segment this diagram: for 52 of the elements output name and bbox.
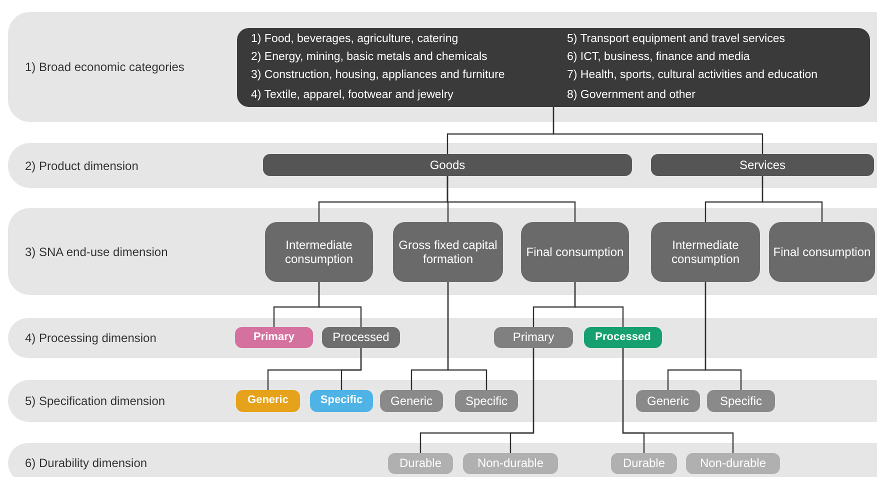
category-item: 2) Energy, mining, basic metals and chemicals: [251, 51, 488, 63]
category-box: Specific: [310, 390, 373, 412]
dimension-label: 5) Specification dimension: [25, 394, 166, 408]
category-box: Durable: [611, 453, 677, 474]
category-box: Intermediate consumption: [265, 222, 373, 282]
category-box: Generic: [236, 390, 300, 412]
band-background: [8, 318, 877, 358]
category-box: Specific: [707, 390, 775, 412]
category-box: Processed: [584, 327, 662, 348]
category-item: 4) Textile, apparel, footwear and jewelry: [251, 89, 454, 101]
dimension-label: 1) Broad economic categories: [25, 60, 184, 74]
category-box: Specific: [455, 390, 518, 412]
category-box: Final consumption: [521, 222, 629, 282]
category-box: Primary: [235, 327, 313, 348]
tree-connector: [622, 348, 734, 453]
category-box: Durable: [388, 453, 453, 474]
tree-connector: [762, 176, 823, 222]
category-box: Gross fixed capital formation: [393, 222, 503, 282]
category-box: Intermediate consumption: [651, 222, 760, 282]
category-panel: [237, 28, 870, 107]
category-box: Non-durable: [463, 453, 558, 474]
tree-connector: [510, 348, 534, 453]
category-item: 3) Construction, housing, appliances and furniture: [251, 69, 505, 81]
band-background: [8, 380, 877, 422]
category-box: Generic: [380, 390, 443, 412]
tree-connector: [574, 282, 624, 327]
category-item: 7) Health, sports, cultural activities and education: [567, 69, 818, 81]
category-box: Processed: [322, 327, 400, 348]
tree-connector: [704, 282, 742, 390]
dimension-label: 6) Durability dimension: [25, 456, 148, 470]
band-background: [8, 143, 877, 188]
band-background: [8, 208, 877, 295]
dimension-label: 2) Product dimension: [25, 158, 138, 172]
tree-connector: [447, 282, 488, 390]
category-box: Goods: [263, 154, 632, 176]
dimension-label: 3) SNA end-use dimension: [25, 244, 168, 258]
band-background: [8, 12, 877, 122]
tree-connector: [340, 348, 362, 390]
category-box: Non-durable: [686, 453, 780, 474]
tree-connector: [446, 176, 576, 222]
category-box: Final consumption: [769, 222, 875, 282]
tree-connector: [552, 107, 764, 154]
category-box: Generic: [636, 390, 700, 412]
dimension-label: 4) Processing dimension: [25, 331, 156, 345]
band-background: [8, 443, 877, 477]
category-item: 6) ICT, business, finance and media: [567, 51, 750, 63]
category-item: 5) Transport equipment and travel services: [567, 33, 785, 45]
category-box: Primary: [494, 327, 573, 348]
tree-connector: [318, 282, 362, 327]
category-item: 1) Food, beverages, agriculture, catering: [251, 33, 458, 45]
category-item: 8) Government and other: [567, 89, 696, 101]
category-box: Services: [651, 154, 874, 176]
